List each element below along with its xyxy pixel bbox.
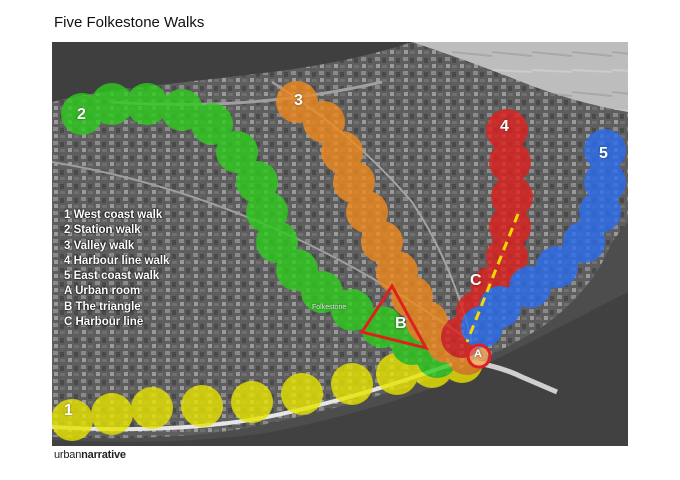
walk-1-route-node (52, 399, 93, 441)
walk-5-route-node (584, 129, 626, 171)
walk-2-route-node (126, 83, 168, 125)
legend-item: A Urban room (64, 285, 141, 298)
town-label: Folkestone (312, 304, 347, 311)
legend-item: 5 East coast walk (64, 270, 160, 283)
legend-item: 1 West coast walk (64, 209, 163, 221)
walk-3-label: 3 (294, 92, 303, 109)
marker-b-triangle[interactable] (359, 283, 429, 351)
walk-1-label: 1 (64, 402, 73, 419)
legend-item: C Harbour line (64, 316, 144, 329)
marker-c-harbour-line[interactable] (465, 213, 520, 343)
map-panel[interactable]: 1 West coast walk 2 Station walk 3 Valle… (52, 42, 628, 446)
walk-5-route-node (509, 266, 551, 308)
walk-4-route-node (486, 109, 528, 151)
marker-a-label: A (474, 348, 482, 360)
walk-2-route-node (91, 83, 133, 125)
marker-a-ring[interactable] (466, 343, 492, 369)
walks-legend: 1 West coast walk 2 Station walk 3 Valle… (64, 208, 169, 330)
walk-2-route-node (191, 103, 233, 145)
walk-4-route-node (489, 141, 531, 183)
walk-1-route-node (91, 393, 133, 435)
walk-2-route-node (216, 131, 258, 173)
walk-1-route-node (131, 387, 173, 429)
walk-2-label: 2 (77, 106, 86, 123)
legend-item: B The triangle (64, 300, 141, 313)
legend-item: 4 Harbour line walk (64, 254, 170, 267)
walk-5-route-node (461, 306, 503, 348)
walk-5-label: 5 (599, 145, 608, 162)
walk-1-route-node (281, 373, 323, 415)
marker-b-label: B (395, 315, 407, 332)
walk-1-route-node (231, 381, 273, 423)
walk-1-route-node (331, 363, 373, 405)
legend-item: 3 Valley walk (64, 239, 135, 252)
walk-4-route-node (491, 176, 533, 218)
aerial-map (52, 42, 628, 446)
walk-5-route-node (563, 221, 605, 263)
page-title: Five Folkestone Walks (54, 14, 205, 31)
marker-c-label: C (470, 272, 482, 289)
walk-4-label: 4 (500, 118, 509, 135)
brand-logo: urbannarrative (54, 449, 126, 461)
brand-part2: narrative (81, 449, 126, 461)
legend-item: 2 Station walk (64, 224, 141, 237)
brand-part1: urban (54, 449, 82, 461)
walk-1-route-node (181, 385, 223, 427)
